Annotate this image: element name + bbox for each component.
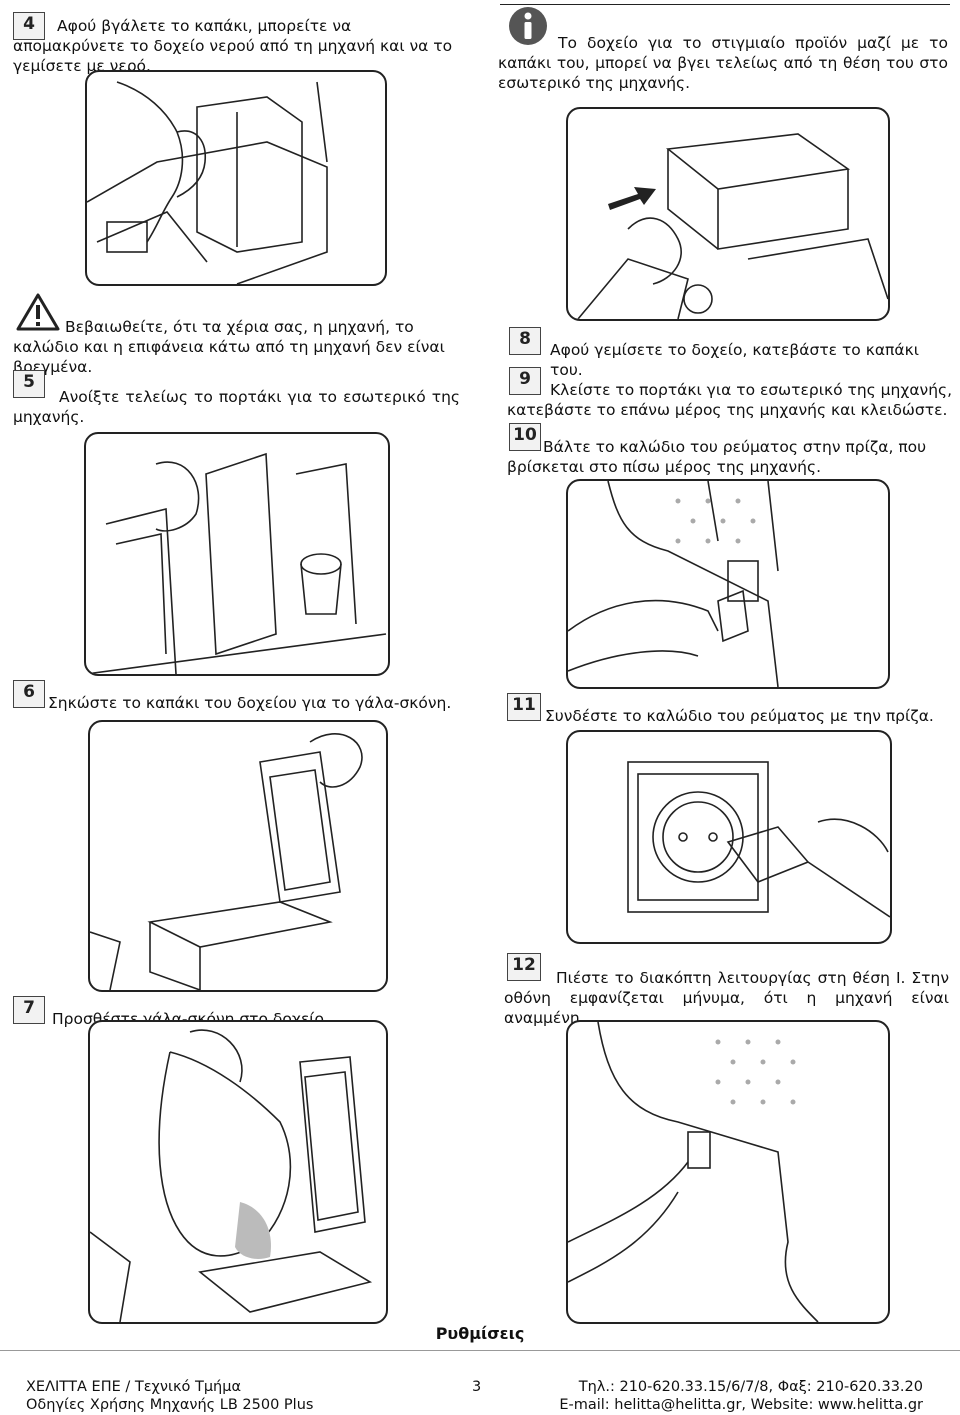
footer-manual: Οδηγίες Χρήσης Μηχανής LB 2500 Plus xyxy=(26,1397,314,1413)
info-divider xyxy=(500,4,950,5)
illustration-lift-lid xyxy=(88,720,388,992)
footer-company: ΧΕΛΙΤΤΑ ΕΠΕ / Τεχνικό Τμήμα xyxy=(26,1379,242,1395)
step-12-badge: 12 xyxy=(507,953,541,981)
step-6-text: Σηκώστε το καπάκι του δοχείου για το γάλ… xyxy=(48,694,452,712)
section-title: Ρυθμίσεις xyxy=(435,1324,525,1343)
step-11-badge: 11 xyxy=(507,693,541,721)
step-5-text: Ανοίξτε τελείως το πορτάκι για το εσωτερ… xyxy=(13,388,460,426)
step-7-badge: 7 xyxy=(13,996,45,1024)
step-12-text: Πιέστε το διακόπτη λειτουργίας στη θέση … xyxy=(504,969,949,1027)
step-10-badge: 10 xyxy=(509,423,541,451)
step-10-text: Βάλτε το καλώδιο του ρεύματος στην πρίζα… xyxy=(507,438,927,476)
footer-phone: Τηλ.: 210-620.33.15/6/7/8, Φαξ: 210-620.… xyxy=(578,1379,923,1395)
step-9-badge: 9 xyxy=(509,367,541,395)
illustration-power-switch xyxy=(566,1020,890,1324)
footer-email: E-mail: helitta@helitta.gr, Website: www… xyxy=(559,1397,923,1413)
step-8-badge: 8 xyxy=(509,327,541,355)
illustration-wall-socket xyxy=(566,730,892,944)
step-4-text: Αφού βγάλετε το καπάκι, μπορείτε να απομ… xyxy=(13,17,453,75)
illustration-rear-power-socket xyxy=(566,479,890,689)
step-4-badge: 4 xyxy=(13,12,45,40)
illustration-water-tank-removal xyxy=(85,70,387,286)
illustration-product-container xyxy=(566,107,890,321)
step-5-badge: 5 xyxy=(13,370,45,398)
warning-icon xyxy=(16,293,60,331)
step-11-text: Συνδέστε το καλώδιο του ρεύματος με την … xyxy=(545,707,934,725)
step-9-text: Κλείστε το πορτάκι για το εσωτερικό της … xyxy=(507,381,953,419)
footer-rule xyxy=(0,1350,960,1351)
step-6-badge: 6 xyxy=(13,680,45,708)
water-tank-illustration xyxy=(87,81,328,284)
info-text: Το δοχείο για το στιγμιαίο προϊόν μαζί μ… xyxy=(498,34,948,92)
footer-page-number: 3 xyxy=(472,1379,482,1395)
illustration-add-milk-powder xyxy=(88,1020,388,1324)
step-8-text: Αφού γεμίσετε το δοχείο, κατεβάστε το κα… xyxy=(550,341,919,379)
info-icon xyxy=(508,6,548,46)
warning-text: Βεβαιωθείτε, ότι τα χέρια σας, η μηχανή,… xyxy=(13,318,445,376)
illustration-open-door xyxy=(84,432,390,676)
